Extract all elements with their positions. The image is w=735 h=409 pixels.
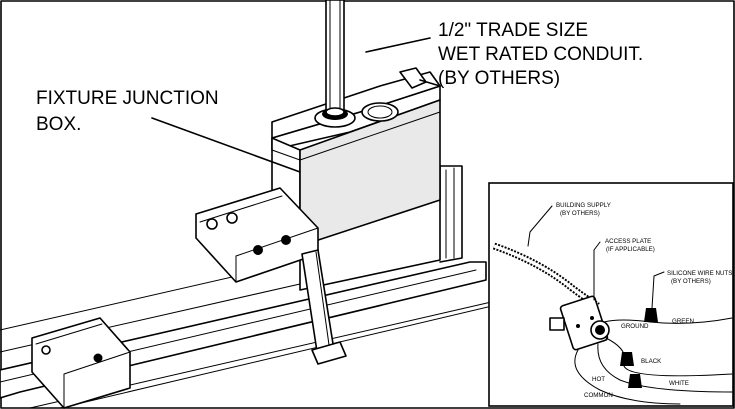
- access-plate-leader: [593, 241, 601, 301]
- wire-nuts-label-line-1: SILICONE WIRE NUTS: [667, 270, 732, 277]
- black-label: BLACK: [641, 358, 662, 365]
- building-supply-leader: [527, 205, 553, 247]
- wire-nuts-label-line-2: (BY OTHERS): [671, 278, 711, 285]
- wire-nut-ground: [644, 308, 658, 322]
- ground-label: GROUND: [621, 323, 649, 330]
- access-plate: [549, 295, 610, 351]
- junction-box-label: FIXTURE JUNCTION BOX.: [36, 88, 219, 135]
- access-plate-label-line-2: (IF APPLICABLE): [606, 246, 655, 253]
- building-supply-label-line-1: BUILDING SUPPLY: [556, 202, 611, 209]
- black-wire: [605, 337, 733, 377]
- conduit-leader: [365, 37, 431, 53]
- wire-nut-white: [628, 374, 642, 388]
- building-supply-label-line-2: (BY OTHERS): [560, 210, 600, 217]
- inset-frame: [488, 182, 734, 407]
- junction-box: [271, 67, 441, 247]
- common-wire: [574, 349, 681, 405]
- access-plate-label-line-1: ACCESS PLATE: [605, 238, 651, 245]
- wiring-inset: BUILDING SUPPLY (BY OTHERS) ACCESS PLATE…: [488, 182, 734, 407]
- junction-box-label-line-2: BOX.: [36, 114, 81, 135]
- white-label: WHITE: [669, 380, 689, 387]
- wire-nuts-leader: [651, 271, 665, 309]
- hot-label: HOT: [592, 376, 605, 383]
- junction-box-leader: [151, 117, 301, 173]
- conduit-pipe: [314, 0, 356, 128]
- junction-box-label-line-1: FIXTURE JUNCTION: [36, 88, 219, 109]
- lower-strap: [31, 317, 131, 409]
- white-wire: [597, 343, 733, 393]
- conduit-label-line-1: 1/2" TRADE SIZE: [438, 20, 588, 41]
- conduit-label-line-2: WET RATED CONDUIT.: [438, 44, 643, 65]
- mounting-strap: [195, 187, 347, 365]
- green-label: GREEN: [672, 318, 694, 325]
- wire-nut-black: [620, 352, 634, 366]
- conduit-label: 1/2" TRADE SIZE WET RATED CONDUIT. (BY O…: [438, 20, 643, 89]
- common-label: COMMON: [584, 392, 613, 399]
- ground-wire: [603, 317, 733, 324]
- conduit-label-line-3: (BY OTHERS): [438, 68, 560, 89]
